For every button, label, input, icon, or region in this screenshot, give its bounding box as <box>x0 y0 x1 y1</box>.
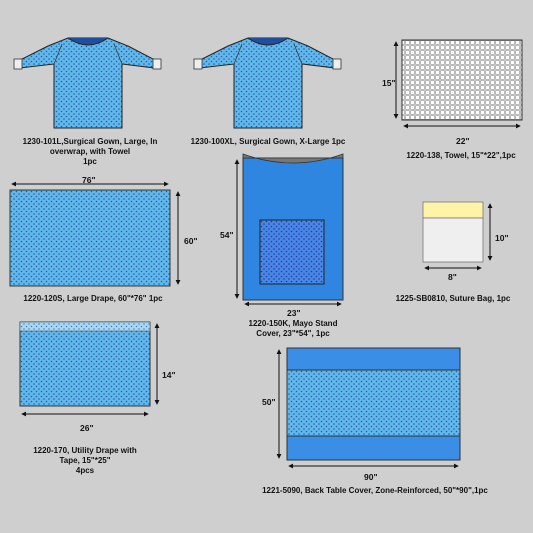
gown-large-line1: 1230-101L,Surgical Gown, Large, In <box>22 137 158 146</box>
mayo-line1: 1220-150K, Mayo Stand <box>248 319 338 328</box>
suture-bag-illustration <box>422 201 493 271</box>
suture-bag-line1: 1225-SB0810, Suture Bag, 1pc <box>395 294 511 303</box>
mayo-caption: 1220-150K, Mayo Stand Cover, 23"*54", 1p… <box>236 319 350 339</box>
mayo-dim-height: 54" <box>220 230 234 240</box>
utility-dim-width: 26" <box>80 423 94 433</box>
towel-dim-height: 15" <box>382 78 396 88</box>
utility-line1: 1220-170, Utility Drape with <box>33 446 137 455</box>
suture-bag-caption: 1225-SB0810, Suture Bag, 1pc <box>388 294 518 304</box>
back-table-dim-height: 50" <box>262 397 276 407</box>
utility-drape-illustration <box>19 321 160 417</box>
utility-caption: 1220-170, Utility Drape with Tape, 15"*2… <box>20 446 150 476</box>
large-drape-line1: 1220-120S, Large Drape, 60"*76" 1pc <box>23 294 163 303</box>
suture-bag-dim-width: 8" <box>448 272 457 282</box>
gown-xl-illustration <box>193 37 342 129</box>
gown-xl-line1: 1230-100XL, Surgical Gown, X-Large 1pc <box>190 137 346 146</box>
large-drape-dim-width: 76" <box>82 175 96 185</box>
back-table-cover-illustration <box>276 347 461 469</box>
mayo-cover-illustration <box>234 153 344 307</box>
utility-dim-height: 14" <box>162 370 176 380</box>
back-table-line1: 1221-5090, Back Table Cover, Zone-Reinfo… <box>262 486 488 495</box>
mayo-dim-width: 23" <box>287 308 301 318</box>
utility-line2: Tape, 15"*25" <box>59 456 111 465</box>
suture-bag-dim-height: 10" <box>495 233 509 243</box>
mayo-line2: Cover, 23"*54", 1pc <box>256 329 330 338</box>
towel-line1: 1220-138, Towel, 15"*22",1pc <box>406 151 516 160</box>
large-drape-caption: 1220-120S, Large Drape, 60"*76" 1pc <box>8 294 178 304</box>
towel-illustration <box>393 39 523 129</box>
gown-large-line2: overwrap, with Towel <box>49 147 131 156</box>
large-drape-dim-height: 60" <box>184 236 198 246</box>
large-drape-illustration <box>9 181 181 287</box>
utility-line3: 4pcs <box>75 466 95 475</box>
gown-xl-caption: 1230-100XL, Surgical Gown, X-Large 1pc <box>178 137 358 147</box>
back-table-caption: 1221-5090, Back Table Cover, Zone-Reinfo… <box>248 486 502 496</box>
towel-dim-width: 22" <box>456 136 470 146</box>
towel-caption: 1220-138, Towel, 15"*22",1pc <box>396 151 526 161</box>
gown-large-illustration <box>13 37 162 129</box>
back-table-dim-width: 90" <box>364 472 378 482</box>
gown-large-caption: 1230-101L,Surgical Gown, Large, In overw… <box>14 137 166 167</box>
gown-large-line3: 1pc <box>83 157 97 166</box>
